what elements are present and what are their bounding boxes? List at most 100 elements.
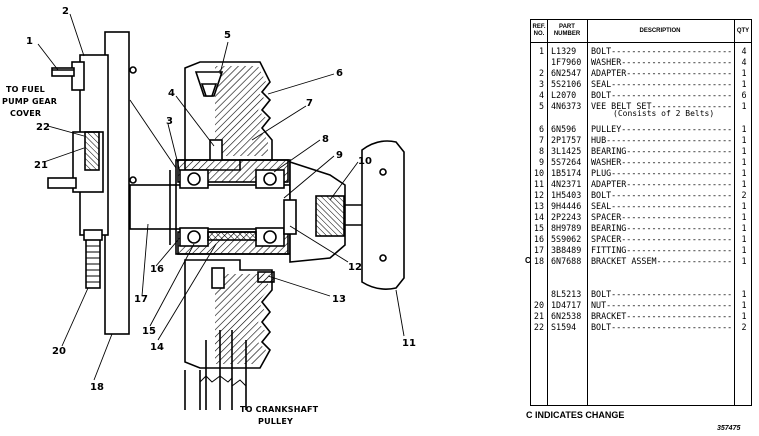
ref-cell: 7 — [538, 135, 544, 145]
table-row: 22S1594BOLT-----------------------------… — [531, 322, 751, 333]
table-row: 35S2106SEAL-----------------------------… — [531, 79, 751, 90]
change-mark: C — [525, 256, 531, 265]
part-number-cell: 3B8489 — [551, 245, 582, 255]
callout-8: 8 — [322, 134, 329, 145]
part-number-cell: 2P2243 — [551, 212, 582, 222]
qty-cell: 1 — [741, 289, 747, 299]
qty-cell: 4 — [741, 57, 747, 67]
bolt-12 — [283, 199, 297, 235]
part-number-cell: 1F7960 — [551, 57, 582, 67]
qty-cell: 1 — [741, 135, 747, 145]
callout-21: 21 — [34, 160, 48, 171]
spacer-14 — [207, 231, 257, 241]
part-number-cell: 6N596 — [551, 124, 577, 134]
qty-cell: 1 — [741, 212, 747, 222]
ref-cell: 2 — [538, 68, 544, 78]
description-cell: BRACKET---------------------------------… — [591, 311, 733, 321]
description-cell: WASHER----------------------------------… — [591, 57, 733, 67]
ref-cell: 17 — [533, 245, 544, 255]
qty-cell: 4 — [741, 46, 747, 56]
table-row: 142P2243SPACER--------------------------… — [531, 212, 751, 223]
callout-10: 10 — [358, 156, 372, 167]
table-row: 121H5403BOLT----------------------------… — [531, 190, 751, 201]
qty-cell: 1 — [741, 245, 747, 255]
part-number-cell: 6N7688 — [551, 256, 582, 266]
callout-6: 6 — [336, 68, 343, 79]
description-cell: WASHER----------------------------------… — [591, 157, 733, 167]
callout-13: 13 — [332, 294, 346, 305]
part-number-cell: 1B5174 — [551, 168, 582, 178]
note-crankshaft-1: TO CRANKSHAFT — [240, 405, 319, 414]
qty-cell: 1 — [741, 157, 747, 167]
shaft — [129, 184, 296, 230]
ref-cell: 5 — [538, 101, 544, 111]
description-cell: BOLT------------------------------------… — [591, 46, 733, 56]
description-cell: BOLT------------------------------------… — [591, 190, 733, 200]
note-fuel-pump-2: PUMP GEAR — [2, 97, 57, 106]
callout-11: 11 — [402, 338, 416, 349]
ref-cell: 22 — [533, 322, 544, 332]
qty-cell: 1 — [741, 168, 747, 178]
qty-cell: 1 — [741, 223, 747, 233]
change-note: C INDICATES CHANGE — [526, 410, 625, 420]
col-divider — [587, 20, 588, 405]
qty-cell: 1 — [741, 300, 747, 310]
table-row: 4L2070BOLT------------------------------… — [531, 90, 751, 101]
pulley-assembly-drawing: 1 2 3 4 5 6 7 8 9 10 11 12 13 14 15 16 1… — [2, 6, 416, 426]
table-row: 158H9789BEARING-------------------------… — [531, 223, 751, 234]
table-row: 173B8489FITTING-------------------------… — [531, 245, 751, 256]
qty-cell: 1 — [741, 311, 747, 321]
table-row: 139H4446SEAL----------------------------… — [531, 201, 751, 212]
description-cell: BRACKET ASSEM---------------------------… — [591, 256, 733, 266]
qty-cell: 2 — [741, 322, 747, 332]
callout-12: 12 — [348, 262, 362, 273]
description-cell: NUT-------------------------------------… — [591, 300, 733, 310]
ref-cell: 13 — [533, 201, 544, 211]
callout-9: 9 — [336, 150, 343, 161]
callout-1: 1 — [26, 36, 33, 47]
ref-cell: 11 — [533, 179, 544, 189]
col-divider — [547, 20, 548, 405]
description-cell: BEARING---------------------------------… — [591, 223, 733, 233]
note-crankshaft-2: PULLEY — [258, 417, 293, 426]
description-cell: HUB-------------------------------------… — [591, 135, 733, 145]
table-row: 8L5213BOLT------------------------------… — [531, 289, 751, 300]
callout-5: 5 — [224, 30, 231, 41]
callout-20: 20 — [52, 346, 66, 357]
qty-cell: 6 — [741, 90, 747, 100]
table-row: 1F7960 WASHER----------------------------… — [531, 57, 751, 68]
description-cell: ADAPTER---------------------------------… — [591, 68, 733, 78]
ref-cell: 15 — [533, 223, 544, 233]
part-number-cell: 5S9062 — [551, 234, 582, 244]
part-number-cell: L1329 — [551, 46, 577, 56]
qty-cell: 1 — [741, 79, 747, 89]
bolt-mid — [47, 177, 77, 189]
table-row: 114N2371ADAPTER-------------------------… — [531, 179, 751, 190]
ref-cell: 10 — [533, 168, 544, 178]
table-row: 216N2538BRACKET-------------------------… — [531, 311, 751, 322]
part-number-cell: 9H4446 — [551, 201, 582, 211]
header-qty: QTY — [736, 27, 750, 34]
description-cell: BEARING---------------------------------… — [591, 146, 733, 156]
ref-cell: 12 — [533, 190, 544, 200]
callout-15: 15 — [142, 326, 156, 337]
qty-cell: 2 — [741, 190, 747, 200]
qty-cell: 1 — [741, 256, 747, 266]
table-row: 72P1757HUB------------------------------… — [531, 135, 751, 146]
col-divider — [734, 20, 735, 405]
qty-cell: 1 — [741, 201, 747, 211]
note-fuel-pump-1: TO FUEL — [6, 85, 45, 94]
bolt-1 — [51, 67, 75, 77]
adapter-flange-11 — [361, 140, 405, 290]
part-number-cell: 5S7264 — [551, 157, 582, 167]
table-row: 101B5174PLUG----------------------------… — [531, 168, 751, 179]
part-number-cell: S1594 — [551, 322, 577, 332]
bearing-8 — [179, 169, 285, 189]
ref-cell: 8 — [538, 146, 544, 156]
description-cell: BOLT------------------------------------… — [591, 289, 733, 299]
ref-cell: 1 — [538, 46, 544, 56]
qty-cell: 1 — [741, 101, 747, 111]
